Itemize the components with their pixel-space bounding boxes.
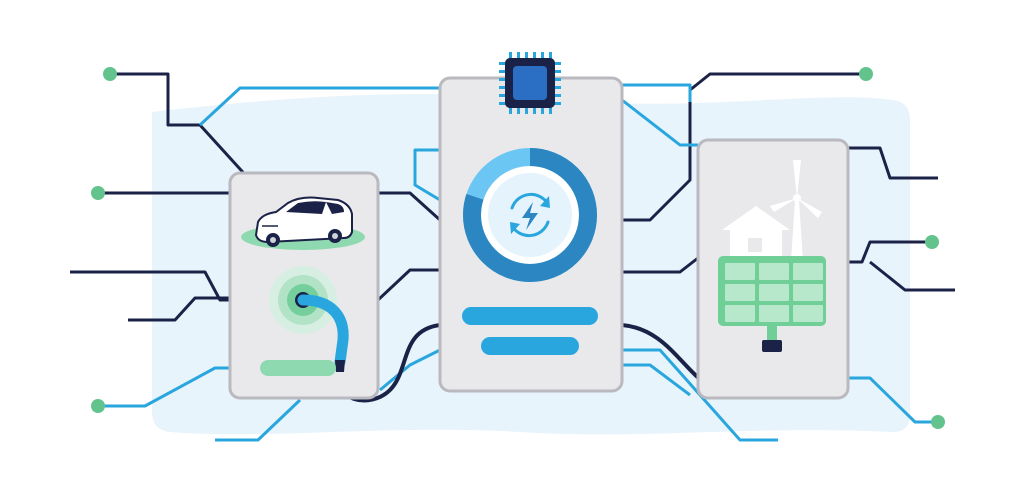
solar-cell bbox=[791, 261, 825, 282]
chip-pin bbox=[553, 70, 561, 73]
chip-pin bbox=[499, 102, 507, 105]
chip-pin bbox=[525, 106, 528, 114]
circuit-line bbox=[848, 376, 938, 424]
circuit-line bbox=[215, 398, 302, 442]
circuit-line bbox=[413, 148, 441, 202]
circuit-line bbox=[621, 98, 698, 147]
circuit-line bbox=[98, 366, 232, 408]
chip-pin bbox=[553, 78, 561, 81]
circuit-line bbox=[110, 72, 252, 182]
chip-pin bbox=[549, 52, 552, 60]
circuit-line bbox=[379, 348, 441, 392]
circuit-node bbox=[925, 235, 939, 249]
circuit-node bbox=[859, 67, 873, 81]
circuit-line bbox=[622, 363, 691, 397]
circuit-node bbox=[931, 415, 945, 429]
circuit-line bbox=[848, 146, 938, 180]
navy-lines bbox=[70, 72, 955, 322]
ev-card bbox=[228, 171, 380, 400]
chip-pin bbox=[541, 52, 544, 60]
circuit-nodes bbox=[91, 67, 945, 429]
chip-pin bbox=[553, 94, 561, 97]
renewable-card bbox=[696, 138, 850, 400]
chip-pin bbox=[541, 106, 544, 114]
chip-pin bbox=[553, 62, 561, 65]
solar-cell bbox=[757, 282, 791, 303]
circuit-line bbox=[70, 270, 232, 302]
chip-pin bbox=[517, 52, 520, 60]
circuit-node bbox=[103, 67, 117, 81]
solar-panel-icon bbox=[718, 256, 826, 352]
charging-plug-icon bbox=[269, 266, 349, 372]
status-bar bbox=[462, 307, 598, 325]
solar-cell bbox=[723, 282, 757, 303]
chip-pin bbox=[525, 52, 528, 60]
chip-pin bbox=[499, 62, 507, 65]
energy-cycle-icon bbox=[510, 192, 550, 238]
circuit-node bbox=[91, 186, 105, 200]
circuit-line bbox=[869, 260, 955, 292]
solar-cell bbox=[791, 282, 825, 303]
chip-pin bbox=[553, 102, 561, 105]
status-bar bbox=[481, 337, 579, 355]
solar-cell bbox=[723, 261, 757, 282]
charge-progress-bar bbox=[260, 360, 336, 376]
electric-car-icon bbox=[254, 196, 353, 247]
processor-chip-icon bbox=[499, 52, 561, 114]
chip-pin bbox=[499, 78, 507, 81]
circuit-line bbox=[376, 268, 440, 302]
circuit-line bbox=[198, 86, 440, 127]
circuit-node bbox=[91, 399, 105, 413]
solar-cell bbox=[757, 261, 791, 282]
circuit-line bbox=[128, 296, 232, 322]
circuit-line bbox=[622, 256, 699, 274]
wind-turbine-icon bbox=[770, 160, 822, 262]
solar-cell bbox=[757, 303, 791, 324]
chip-pin bbox=[509, 106, 512, 114]
chip-pin bbox=[553, 86, 561, 89]
circuit-line bbox=[378, 191, 442, 222]
control-card bbox=[438, 52, 624, 393]
chip-pin bbox=[499, 70, 507, 73]
chip-pin bbox=[499, 94, 507, 97]
chip-pin bbox=[533, 106, 536, 114]
circuit-line bbox=[622, 72, 865, 222]
circuit-line bbox=[848, 240, 932, 264]
solar-cell bbox=[723, 303, 757, 324]
chip-pin bbox=[549, 106, 552, 114]
chip-pin bbox=[499, 86, 507, 89]
chip-pin bbox=[533, 52, 536, 60]
chip-pin bbox=[509, 52, 512, 60]
solar-cell bbox=[791, 303, 825, 324]
chip-pin bbox=[517, 106, 520, 114]
